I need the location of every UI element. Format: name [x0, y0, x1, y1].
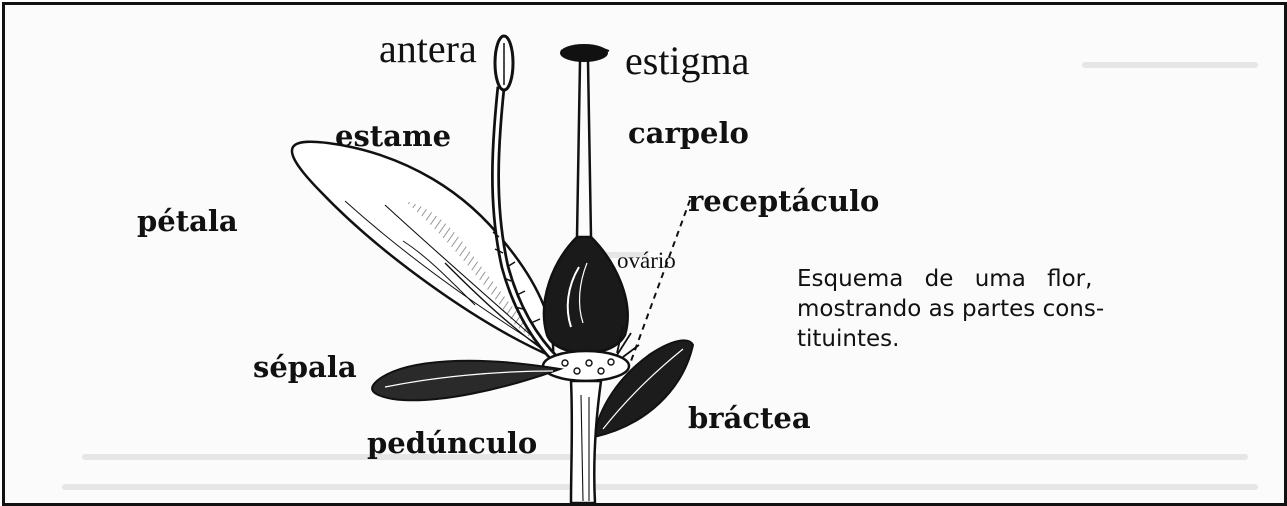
caption-line-1: Esquema de uma flor,: [797, 264, 1137, 294]
label-ovario: ovário: [617, 249, 676, 272]
receptaculo-pointer: [631, 200, 690, 361]
carpel-shape: [544, 44, 628, 353]
label-estame: estame: [335, 122, 451, 151]
label-carpelo: carpelo: [628, 119, 749, 148]
label-receptaculo: receptáculo: [688, 187, 879, 216]
petal-shape: [292, 142, 553, 357]
figure-caption: Esquema de uma flor, mostrando as partes…: [797, 264, 1137, 354]
label-bractea: bráctea: [688, 404, 811, 433]
peduncle-shape: [571, 381, 601, 503]
sepal-shape: [372, 361, 560, 401]
label-sepala: sépala: [253, 353, 357, 382]
caption-line-3: tituintes.: [797, 324, 1137, 354]
caption-line-2: mostrando as partes cons-: [797, 294, 1137, 324]
label-antera: antera: [379, 29, 477, 69]
label-pedunculo: pedúnculo: [367, 429, 537, 458]
label-petala: pétala: [137, 207, 238, 236]
label-estigma: estigma: [625, 41, 749, 81]
